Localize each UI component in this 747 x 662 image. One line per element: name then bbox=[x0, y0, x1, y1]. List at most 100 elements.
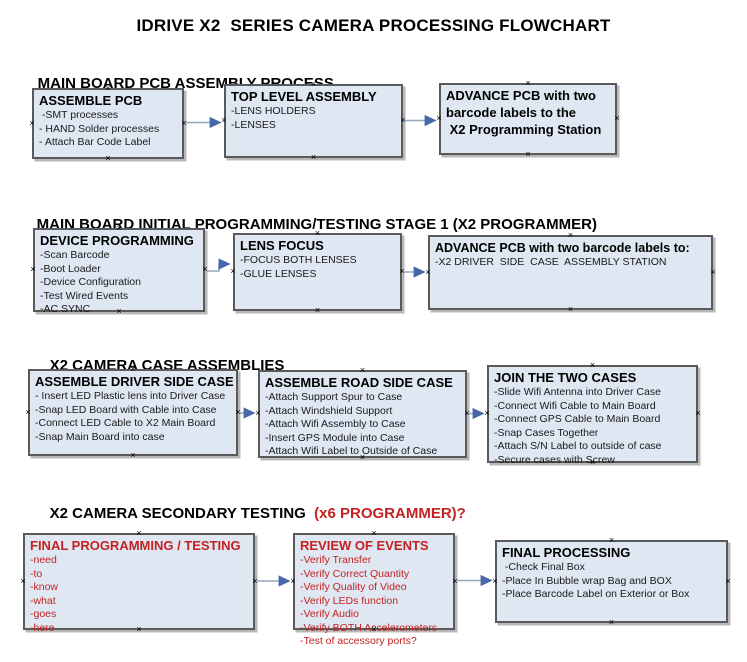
box-item: -what bbox=[30, 594, 56, 607]
box-item: -FOCUS BOTH LENSES bbox=[240, 254, 357, 266]
box-title: ASSEMBLE PCB bbox=[39, 93, 143, 108]
flow-box-advance-pcb-programming-station: ADVANCE PCB with two barcode labels to t… bbox=[436, 78, 619, 159]
connection-point: × bbox=[310, 152, 317, 162]
connection-point: × bbox=[230, 266, 236, 276]
box-item: -Verify Quality of Video bbox=[300, 581, 407, 593]
box-items: -Verify Transfer-Verify Correct Quantity… bbox=[300, 554, 453, 649]
box-item: -LENS HOLDERS bbox=[231, 105, 316, 117]
box-item: -Attach Wifi Label to Outside of Case bbox=[265, 445, 438, 457]
box-items: -Scan Barcode-Boot Loader-Device Configu… bbox=[40, 249, 203, 317]
connection-point: × bbox=[484, 408, 490, 418]
flow-box-top-level-assembly: TOP LEVEL ASSEMBLY -LENS HOLDERS-LENSES … bbox=[221, 80, 405, 162]
box-item: -Verify Audio bbox=[300, 608, 359, 620]
connection-point: × bbox=[567, 304, 574, 314]
section-heading-accent: (x6 PROGRAMMER)? bbox=[314, 505, 466, 522]
flow-box-join-the-two-cases: JOIN THE TWO CASES -Slide Wifi Antenna i… bbox=[484, 360, 700, 467]
box-title: FINAL PROGRAMMING / TESTING bbox=[30, 538, 241, 553]
connection-point: × bbox=[105, 153, 111, 163]
connection-point: × bbox=[525, 78, 531, 88]
box-item: -Secure cases with Screw bbox=[494, 453, 615, 466]
box-item: -Verify Transfer bbox=[300, 554, 372, 566]
box-item: -to bbox=[30, 567, 43, 580]
box-item: -here bbox=[30, 621, 55, 634]
connection-point: × bbox=[589, 360, 596, 370]
box-items: -need-to-know-what-goes-here bbox=[30, 554, 253, 635]
box-item: -know bbox=[30, 581, 59, 593]
box-item: -Snap LED Board with Cable into Case bbox=[35, 403, 217, 416]
connection-point: × bbox=[436, 113, 442, 123]
connection-point: × bbox=[30, 264, 36, 274]
box-item: -Device Configuration bbox=[40, 276, 141, 288]
connection-point: × bbox=[608, 617, 615, 627]
box-items: barcode labels to the X2 Programming Sta… bbox=[446, 104, 615, 138]
box-item: -Place Barcode Label on Exterior or Box bbox=[502, 588, 690, 600]
connection-point: × bbox=[29, 117, 35, 128]
flow-box-device-programming: DEVICE PROGRAMMING -Scan Barcode-Boot Lo… bbox=[30, 224, 207, 316]
box-items: -Attach Support Spur to Case-Attach Wind… bbox=[265, 391, 465, 459]
box-items: - Insert LED Plastic lens into Driver Ca… bbox=[35, 390, 236, 444]
box-item: -Connect LED Cable to X2 Main Board bbox=[35, 417, 216, 429]
box-item: -LENSES bbox=[231, 118, 276, 131]
box-item: -Test of accessory ports? bbox=[300, 635, 417, 647]
connection-point: × bbox=[525, 149, 531, 159]
connection-point: × bbox=[359, 365, 366, 375]
box-item: X2 Programming Station bbox=[446, 122, 602, 137]
box-item: -Attach Support Spur to Case bbox=[265, 391, 403, 403]
box-item: -Verify Correct Quantity bbox=[300, 567, 410, 580]
flow-box-review-of-events: REVIEW OF EVENTS -Verify Transfer-Verify… bbox=[290, 529, 457, 648]
box-items: -Slide Wifi Antenna into Driver Case-Con… bbox=[494, 386, 696, 467]
box-title: ASSEMBLE ROAD SIDE CASE bbox=[265, 375, 453, 390]
box-item: -Boot Loader bbox=[40, 262, 101, 275]
connector-arrow bbox=[207, 258, 231, 272]
flow-box-assemble-driver-side-case: ASSEMBLE DRIVER SIDE CASE - Insert LED P… bbox=[25, 365, 240, 460]
box-item: -Verify BOTH Accelerometers bbox=[300, 621, 438, 634]
connection-point: × bbox=[608, 535, 615, 545]
box-item: -Insert GPS Module into Case bbox=[265, 431, 405, 444]
flow-box-advance-pcb-driver-side-station: ADVANCE PCB with two barcode labels to: … bbox=[425, 231, 715, 314]
box-item: -Place In Bubble wrap Bag and BOX bbox=[502, 574, 672, 587]
box-title: REVIEW OF EVENTS bbox=[300, 538, 429, 553]
box-item: -Attach S/N Label to outside of case bbox=[494, 440, 662, 452]
box-item: -Connect GPS Cable to Main Board bbox=[494, 413, 661, 425]
box-item: -need bbox=[30, 554, 57, 566]
box-item: -Attach Wifi Assembly to Case bbox=[265, 418, 406, 430]
box-title: ADVANCE PCB with two barcode labels to: bbox=[435, 241, 690, 255]
connection-point: × bbox=[710, 266, 716, 277]
box-item: -Verify LEDs function bbox=[300, 594, 399, 607]
box-item: -Connect Wifi Cable to Main Board bbox=[494, 399, 656, 412]
box-title: DEVICE PROGRAMMING bbox=[40, 233, 194, 248]
box-items: -X2 DRIVER SIDE CASE ASSEMBLY STATION bbox=[435, 256, 711, 270]
box-item: - Insert LED Plastic lens into Driver Ca… bbox=[35, 390, 226, 402]
flow-box-final-programming-testing: FINAL PROGRAMMING / TESTING -need-to-kno… bbox=[20, 529, 257, 634]
connection-point: × bbox=[314, 305, 321, 315]
box-item: -GLUE LENSES bbox=[240, 267, 317, 280]
connection-point: × bbox=[425, 266, 431, 277]
box-items: -SMT processes- HAND Solder processes- A… bbox=[39, 109, 182, 150]
box-title: ADVANCE PCB with two bbox=[446, 88, 596, 103]
connection-point: × bbox=[492, 575, 498, 586]
connection-point: × bbox=[290, 575, 296, 586]
box-item: -Snap Main Board into case bbox=[35, 430, 165, 443]
box-title: JOIN THE TWO CASES bbox=[494, 370, 637, 385]
box-item: -Snap Cases Together bbox=[494, 426, 599, 439]
box-item: -AC SYNC bbox=[40, 303, 91, 315]
box-item: barcode labels to the bbox=[446, 105, 577, 120]
box-item: - Attach Bar Code Label bbox=[39, 136, 151, 148]
box-items: -FOCUS BOTH LENSES-GLUE LENSES bbox=[240, 254, 400, 281]
box-title: FINAL PROCESSING bbox=[502, 545, 631, 560]
connection-point: × bbox=[20, 575, 26, 586]
connection-point: × bbox=[221, 115, 227, 125]
flowchart-title: IDRIVE X2 SERIES CAMERA PROCESSING FLOWC… bbox=[136, 16, 611, 35]
box-item: -Test Wired Events bbox=[40, 289, 129, 302]
box-item: -Slide Wifi Antenna into Driver Case bbox=[494, 386, 661, 398]
box-item: -Check Final Box bbox=[502, 561, 585, 573]
connection-point: × bbox=[255, 408, 261, 418]
box-title: ASSEMBLE DRIVER SIDE CASE bbox=[35, 374, 234, 389]
box-item: -Scan Barcode bbox=[40, 249, 110, 261]
box-items: -Check Final Box-Place In Bubble wrap Ba… bbox=[502, 561, 726, 602]
box-title: TOP LEVEL ASSEMBLY bbox=[231, 89, 377, 104]
box-title: LENS FOCUS bbox=[240, 238, 324, 253]
section-heading-secondary-testing: X2 CAMERA SECONDARY TESTING (x6 PROGRAMM… bbox=[33, 488, 466, 539]
box-item: - HAND Solder processes bbox=[39, 122, 160, 135]
